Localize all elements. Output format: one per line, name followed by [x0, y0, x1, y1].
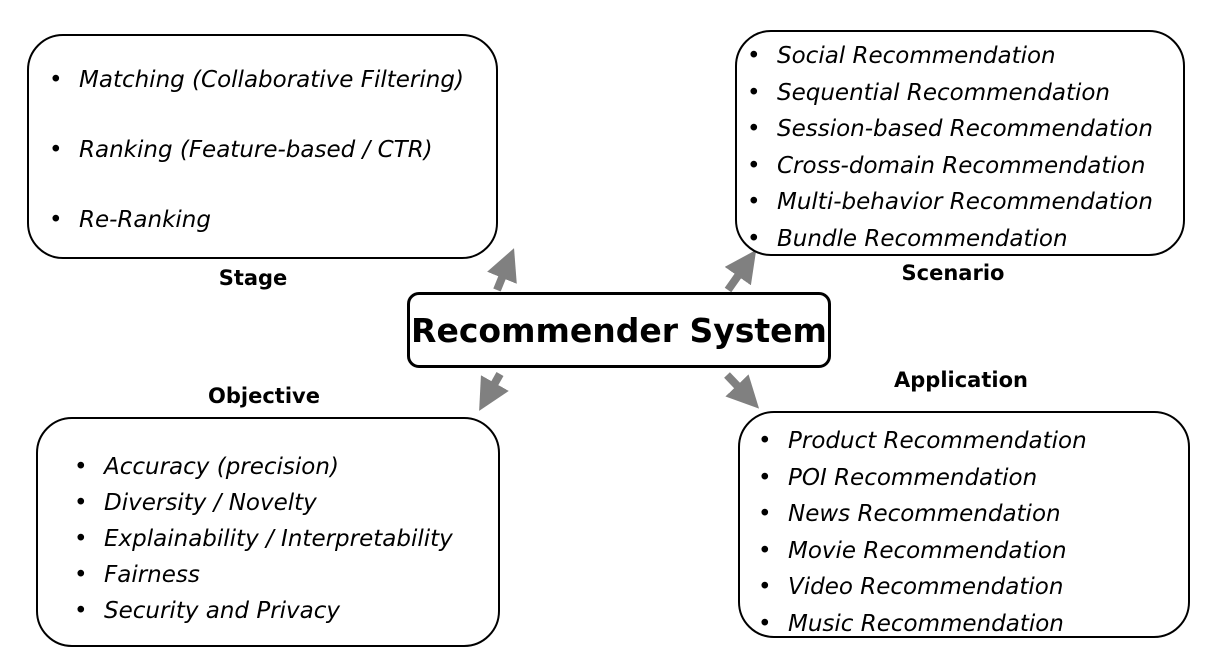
- application-item: News Recommendation: [754, 496, 1188, 533]
- objective-item: Accuracy (precision): [70, 449, 498, 485]
- scenario-item: Sequential Recommendation: [743, 75, 1183, 112]
- center-title: Recommender System: [411, 310, 827, 350]
- stage-box: Matching (Collaborative Filtering) Ranki…: [27, 34, 498, 259]
- stage-item: Matching (Collaborative Filtering): [45, 62, 496, 98]
- scenario-box: Social Recommendation Sequential Recomme…: [735, 30, 1185, 257]
- scenario-item: Multi-behavior Recommendation: [743, 184, 1183, 221]
- arrow-to-application: [724, 372, 760, 409]
- objective-item: Diversity / Novelty: [70, 485, 498, 521]
- application-item: POI Recommendation: [754, 460, 1188, 497]
- application-item: Video Recommendation: [754, 569, 1188, 606]
- objective-item: Fairness: [70, 557, 498, 593]
- objective-box: Accuracy (precision) Diversity / Novelty…: [36, 417, 500, 647]
- application-item: Movie Recommendation: [754, 533, 1188, 570]
- application-list: Product Recommendation POI Recommendatio…: [740, 413, 1188, 642]
- arrow-to-scenario: [724, 249, 757, 293]
- application-item: Product Recommendation: [754, 423, 1188, 460]
- center-title-box: Recommender System: [407, 292, 831, 368]
- objective-label: Objective: [208, 384, 320, 408]
- scenario-label: Scenario: [901, 261, 1005, 285]
- scenario-item: Social Recommendation: [743, 38, 1183, 75]
- application-item: Music Recommendation: [754, 606, 1188, 643]
- objective-list: Accuracy (precision) Diversity / Novelty…: [38, 419, 498, 629]
- arrow-to-stage: [487, 248, 517, 292]
- scenario-item: Session-based Recommendation: [743, 111, 1183, 148]
- stage-list: Matching (Collaborative Filtering) Ranki…: [29, 36, 496, 238]
- objective-item: Security and Privacy: [70, 593, 498, 629]
- scenario-item: Cross-domain Recommendation: [743, 148, 1183, 185]
- objective-item: Explainability / Interpretability: [70, 521, 498, 557]
- stage-label: Stage: [218, 266, 288, 290]
- stage-item: Ranking (Feature-based / CTR): [45, 132, 496, 168]
- scenario-list: Social Recommendation Sequential Recomme…: [737, 32, 1183, 257]
- application-label: Application: [894, 368, 1028, 392]
- stage-item: Re-Ranking: [45, 202, 496, 238]
- scenario-item: Bundle Recommendation: [743, 221, 1183, 258]
- application-box: Product Recommendation POI Recommendatio…: [738, 411, 1190, 642]
- arrow-to-objective: [479, 372, 509, 411]
